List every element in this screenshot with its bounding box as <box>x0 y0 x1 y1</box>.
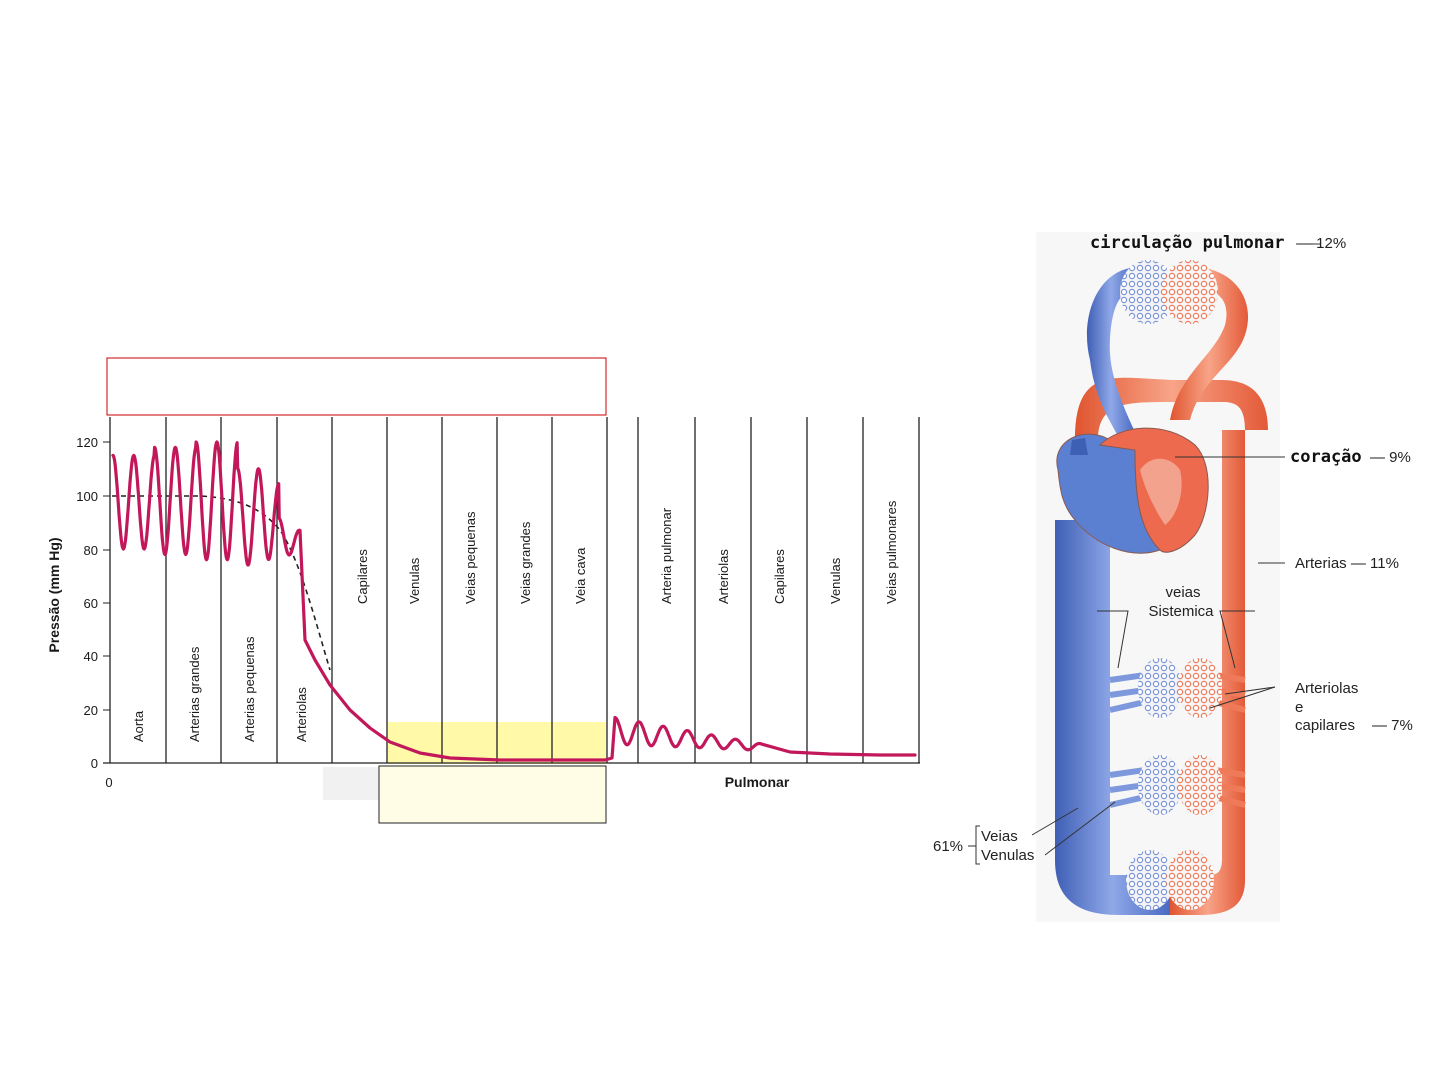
empty-title-box <box>106 357 607 416</box>
leader-lines <box>1031 243 1320 856</box>
segment-label-capillaries: Capilares <box>355 549 370 604</box>
y-tick-label: 20 <box>84 703 98 718</box>
y-tick-label: 0 <box>91 756 98 771</box>
segment-label-pulmonary-arterioles: Arteriolas <box>716 549 731 604</box>
veins-percent: 61% <box>933 838 963 855</box>
segment-dividers <box>165 417 920 763</box>
arteries-label: Arterias — 11% <box>1295 555 1399 572</box>
segment-label-large-veins: Veias grandes <box>518 521 533 604</box>
systemic-capillary-bed-lower <box>1126 850 1214 910</box>
systemic-veins-label-line1: veias <box>1165 584 1200 601</box>
vein-trunk <box>1055 520 1170 915</box>
arterioles-label-line1: Arteriolas <box>1295 680 1358 697</box>
empty-answer-box <box>378 765 607 824</box>
systemic-capillary-bed-middle <box>1109 755 1246 815</box>
segment-label-pulmonary-capillaries: Capilares <box>772 549 787 604</box>
segment-label-large-arteries: Arterias grandes <box>187 646 202 742</box>
heart-icon <box>1056 427 1209 554</box>
segment-label-aorta: Aorta <box>131 710 146 742</box>
pulmonary-capillary-bed-left <box>1120 260 1176 324</box>
arterioles-label-line2: e <box>1295 699 1303 716</box>
arterioles-label-line3: capilares <box>1295 717 1355 734</box>
segment-label-vena-cava: Veia cava <box>573 547 588 604</box>
pulmonary-section-label: Pulmonar <box>725 774 790 790</box>
veins-label-line1: Veias <box>981 828 1018 845</box>
pulmonary-capillary-bed-right <box>1162 260 1218 324</box>
y-tick-label: 60 <box>84 596 98 611</box>
segment-label-small-veins: Veias pequenas <box>463 511 478 604</box>
pulmonary-artery-loop <box>1170 268 1249 420</box>
pressure-chart: 0 20 40 60 80 100 120 Pressão (mm Hg) 0 … <box>46 357 920 824</box>
y-tick-label: 120 <box>76 435 98 450</box>
artery-trunk <box>1170 430 1245 915</box>
y-tick-label: 80 <box>84 543 98 558</box>
arterioles-percent: — 7% <box>1372 717 1413 734</box>
x-origin-label: 0 <box>105 775 112 790</box>
y-ticks <box>103 441 110 764</box>
systemic-veins-label-line2: Sistemica <box>1148 603 1214 620</box>
aortic-arch <box>1075 377 1268 440</box>
heart-label: coração <box>1290 447 1362 467</box>
segment-label-pulmonary-venules: Venulas <box>828 557 843 604</box>
y-tick-label: 100 <box>76 489 98 504</box>
pressure-curve <box>111 440 917 762</box>
pulmonary-vein-loop <box>1086 268 1135 440</box>
segment-label-small-arteries: Arterias pequenas <box>242 636 257 742</box>
segment-label-pulmonary-veins: Veias pulmonares <box>884 500 899 604</box>
segment-label-venules: Venulas <box>407 557 422 604</box>
y-tick-label: 40 <box>84 649 98 664</box>
pulmonary-circulation-label: circulação pulmonar <box>1090 233 1284 253</box>
pulmonary-circulation-percent: — 12% <box>1297 235 1346 252</box>
segment-label-pulmonary-artery: Arteria pulmonar <box>659 507 674 604</box>
veins-label-line2: Venulas <box>981 847 1034 864</box>
y-axis-title: Pressão (mm Hg) <box>46 537 62 652</box>
systemic-capillary-bed-upper <box>1109 658 1246 718</box>
segment-label-arterioles: Arteriolas <box>294 687 309 742</box>
mean-pressure-dashed-line <box>112 495 331 671</box>
heart-percent: — 9% <box>1370 449 1411 466</box>
diagram-background <box>1036 232 1280 922</box>
veins-bracket <box>968 825 980 865</box>
